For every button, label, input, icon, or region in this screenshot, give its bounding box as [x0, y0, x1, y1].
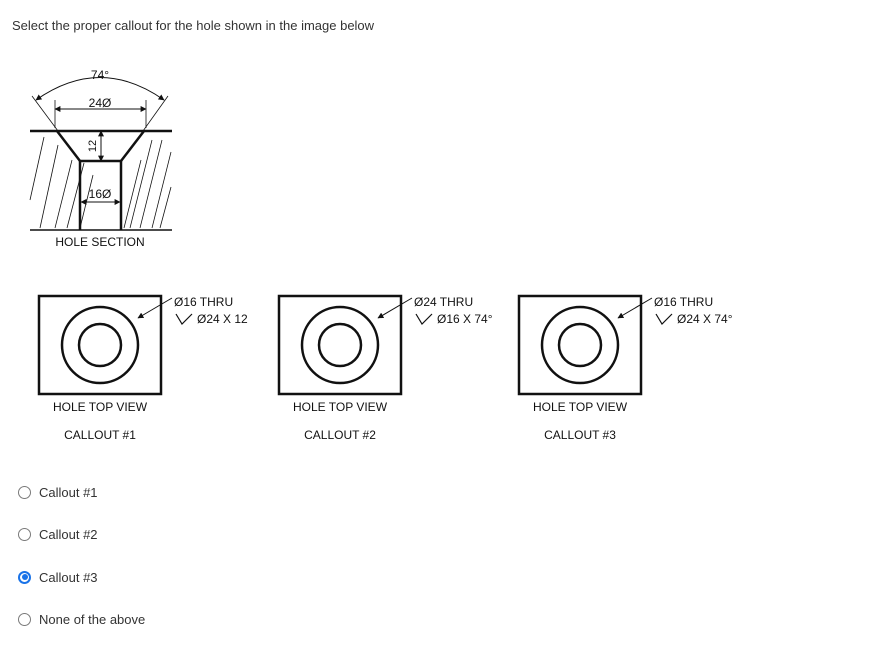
- callout-3-line1: Ø16 THRU: [654, 295, 713, 309]
- callout-1-line1: Ø16 THRU: [174, 295, 233, 309]
- option-label: None of the above: [39, 611, 146, 627]
- countersink-symbol-icon: [175, 313, 193, 325]
- angle-dimension-arc: [35, 77, 165, 101]
- radio-none-of-the-above[interactable]: [18, 612, 31, 626]
- radio-callout-3[interactable]: [18, 570, 31, 584]
- callout-2-drawing: Ø24 THRU Ø16 X 74° HOLE TOP VIEW CALLOUT…: [277, 294, 493, 442]
- callout-2-line2: Ø16 X 74°: [437, 312, 493, 326]
- option-callout-1[interactable]: Callout #1: [18, 482, 98, 502]
- callout-1-leader: [137, 297, 173, 319]
- hatching-left: [29, 136, 94, 229]
- option-none-of-the-above[interactable]: None of the above: [18, 609, 145, 629]
- radio-callout-1[interactable]: [18, 485, 31, 499]
- countersink-symbol-icon: [415, 313, 433, 325]
- option-label: Callout #3: [39, 569, 98, 585]
- callout-2-view-caption: HOLE TOP VIEW: [293, 400, 388, 414]
- option-label: Callout #1: [39, 484, 98, 500]
- technical-drawing: 74° 24Ø: [29, 68, 733, 442]
- radio-callout-2[interactable]: [18, 527, 31, 541]
- callout-2-label: CALLOUT #2: [304, 428, 376, 442]
- depth-label: 12: [87, 140, 99, 152]
- option-callout-2[interactable]: Callout #2: [18, 524, 98, 544]
- callout-3-view-caption: HOLE TOP VIEW: [533, 400, 628, 414]
- callout-2-line1: Ø24 THRU: [414, 295, 473, 309]
- hole-section-drawing: 74° 24Ø: [29, 68, 172, 249]
- option-callout-3[interactable]: Callout #3: [18, 567, 98, 587]
- callout-1-label: CALLOUT #1: [64, 428, 136, 442]
- callout-3-line2: Ø24 X 74°: [677, 312, 733, 326]
- hatching-right: [123, 139, 172, 229]
- hole-section-caption: HOLE SECTION: [55, 235, 144, 249]
- angle-label: 74°: [91, 68, 109, 82]
- callout-3-drawing: Ø16 THRU Ø24 X 74° HOLE TOP VIEW CALLOUT…: [517, 294, 733, 442]
- callout-3-leader: [617, 297, 653, 319]
- callout-1-view-caption: HOLE TOP VIEW: [53, 400, 148, 414]
- callout-2-leader: [377, 297, 413, 319]
- hole-diameter-label: 16Ø: [89, 187, 112, 201]
- question-text: Select the proper callout for the hole s…: [12, 18, 375, 33]
- callout-1-line2: Ø24 X 12: [197, 312, 248, 326]
- countersink-symbol-icon: [655, 313, 673, 325]
- callout-1-drawing: Ø16 THRU Ø24 X 12 HOLE TOP VIEW CALLOUT …: [37, 294, 248, 442]
- callout-3-label: CALLOUT #3: [544, 428, 616, 442]
- cbore-diameter-label: 24Ø: [89, 96, 112, 110]
- option-label: Callout #2: [39, 526, 98, 542]
